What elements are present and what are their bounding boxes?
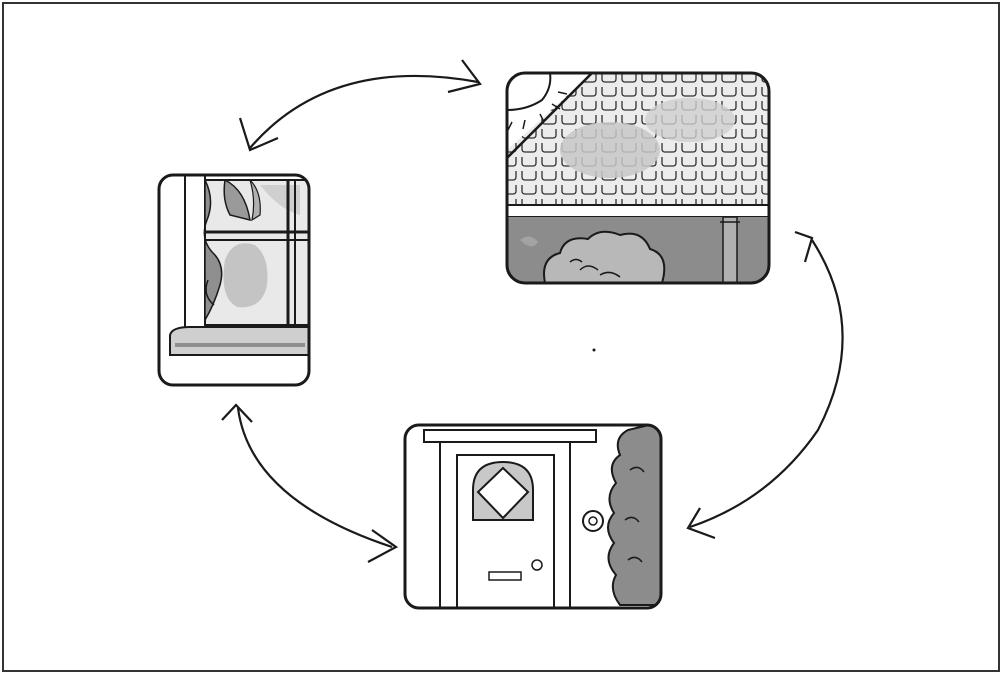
arrow-window-roof	[240, 60, 480, 150]
door-panel	[405, 420, 670, 615]
window-panel	[159, 175, 310, 385]
arrowhead-icon	[448, 60, 480, 92]
arrow-door-window	[222, 405, 396, 562]
arrowhead-icon	[795, 232, 812, 262]
roof-panel	[507, 73, 769, 283]
arrowhead-icon	[240, 118, 278, 150]
speck	[593, 349, 596, 352]
arrowhead-icon	[222, 405, 252, 422]
